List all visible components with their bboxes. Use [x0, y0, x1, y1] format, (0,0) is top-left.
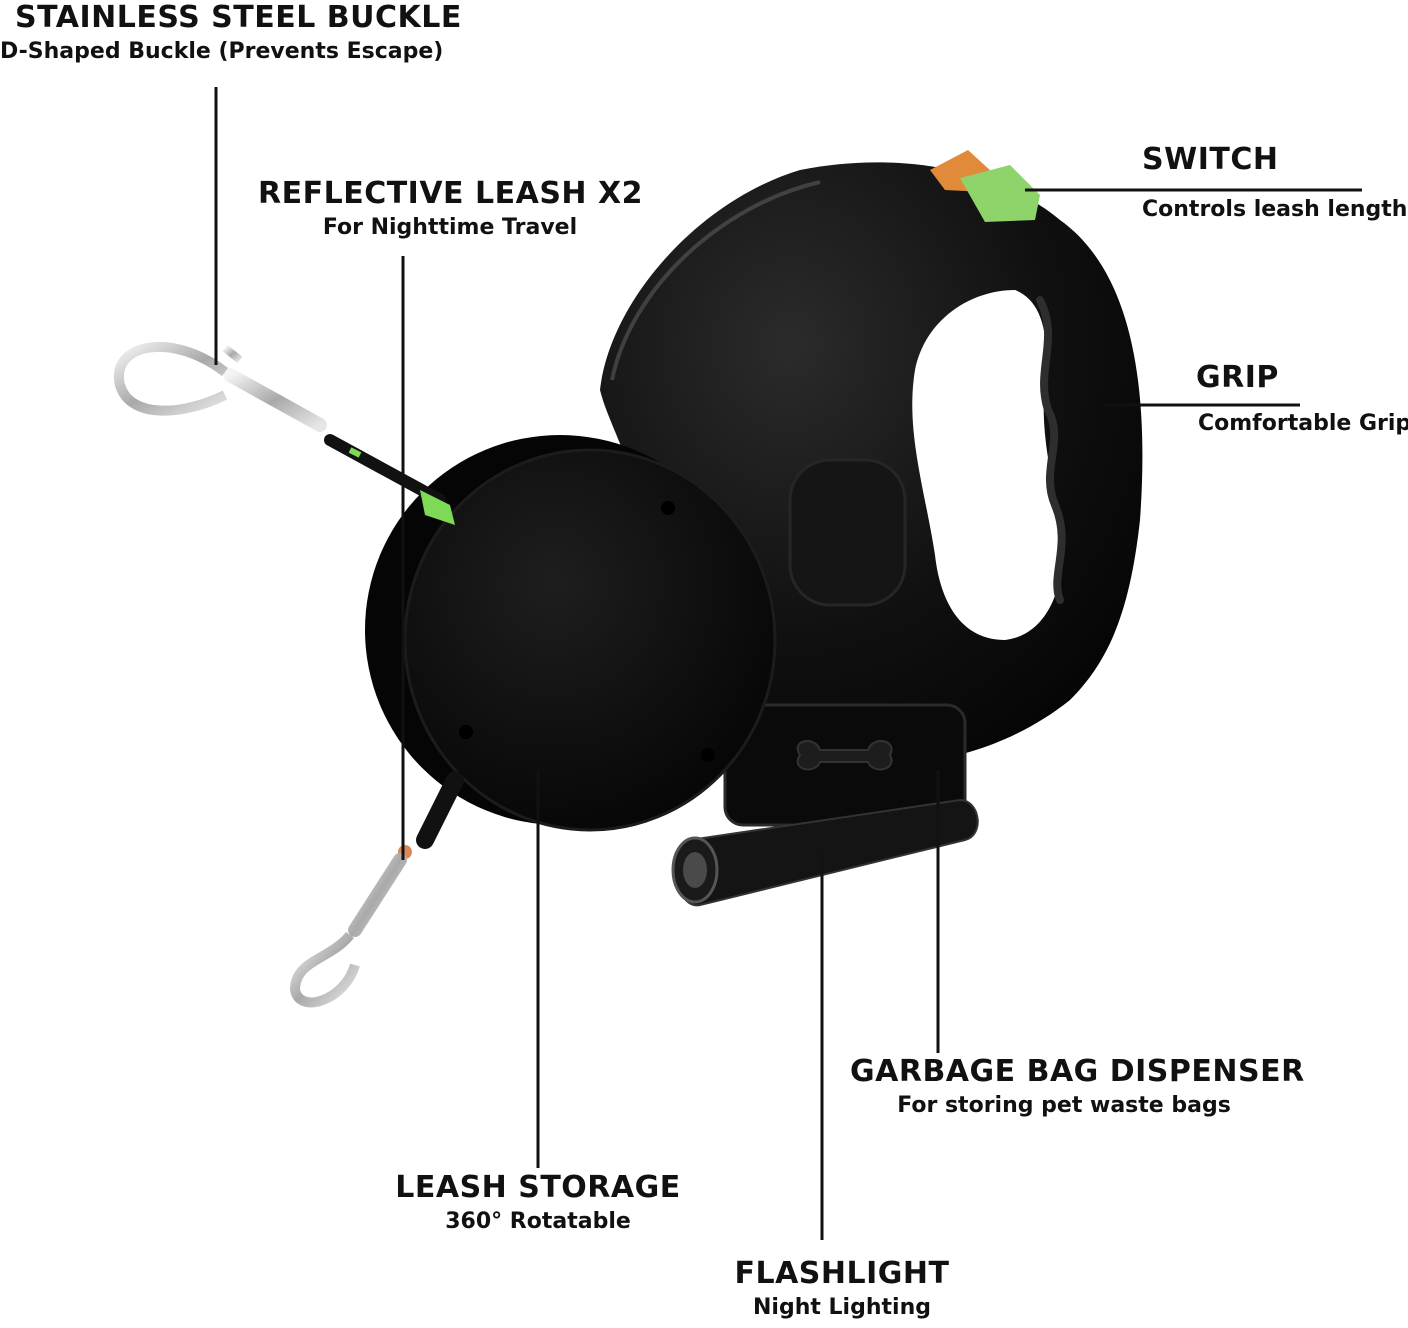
callout-grip: GRIP Comfortable Grip [1160, 360, 1408, 436]
callout-title: STAINLESS STEEL BUCKLE [15, 0, 462, 35]
callout-reflective: REFLECTIVE LEASH X2 For Nighttime Travel [258, 176, 642, 240]
leash-storage-disk [365, 435, 777, 832]
callout-garbage: GARBAGE BAG DISPENSER For storing pet wa… [850, 1054, 1305, 1118]
callout-title: SWITCH [1142, 142, 1279, 177]
callout-subtitle: D-Shaped Buckle (Prevents Escape) [0, 39, 444, 64]
callout-subtitle: 360° Rotatable [445, 1209, 631, 1234]
callout-title: GRIP [1196, 360, 1279, 395]
flashlight [671, 798, 979, 907]
callout-buckle: STAINLESS STEEL BUCKLE D-Shaped Buckle (… [0, 0, 462, 64]
callout-title: REFLECTIVE LEASH X2 [258, 176, 643, 211]
callout-subtitle: For storing pet waste bags [897, 1093, 1231, 1118]
callout-subtitle: Comfortable Grip [1198, 411, 1408, 436]
callout-title: LEASH STORAGE [395, 1170, 681, 1205]
callout-title: GARBAGE BAG DISPENSER [850, 1054, 1305, 1089]
grip-ridges [1036, 296, 1066, 604]
callout-subtitle: Night Lighting [753, 1295, 931, 1320]
callout-switch: SWITCH Controls leash length [1130, 142, 1408, 222]
upper-leash-clip [113, 341, 455, 525]
grip-hole [912, 290, 1063, 640]
callout-subtitle: For Nighttime Travel [322, 215, 578, 240]
lower-leash-clip [289, 771, 464, 1008]
callout-storage: LEASH STORAGE 360° Rotatable [388, 1170, 688, 1234]
callout-flashlight: FLASHLIGHT Night Lighting [722, 1256, 962, 1320]
callout-title: FLASHLIGHT [734, 1256, 950, 1291]
switch-button [930, 150, 1040, 222]
callout-subtitle: Controls leash length [1142, 197, 1408, 222]
